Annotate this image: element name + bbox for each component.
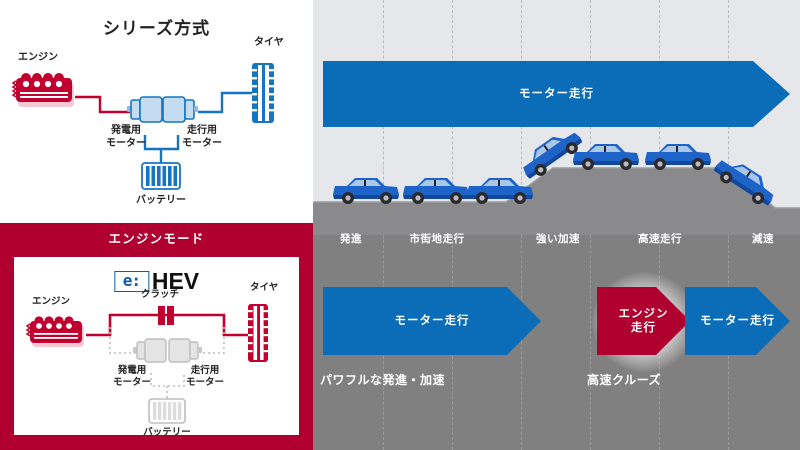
- bottom-motor-drive-arrow-2: モーター走行: [685, 287, 790, 355]
- red-accent-edge: [309, 225, 313, 450]
- tire-icon: [248, 304, 268, 362]
- ehev-e-text: e:: [122, 271, 141, 290]
- clutch-icon: [158, 306, 174, 325]
- engine-icon: [11, 73, 74, 107]
- engine-mode-card: e: HEV: [14, 257, 299, 438]
- series-engine-label: エンジン: [18, 52, 58, 63]
- mode-drive-motor-label: 走行用 モーター: [185, 365, 224, 388]
- car-icon: [573, 144, 639, 170]
- mode-clutch-label: クラッチ: [141, 289, 180, 300]
- stage-label-1: 市街地走行: [409, 233, 465, 245]
- series-tire-label: タイヤ: [254, 37, 284, 48]
- battery-icon: [141, 162, 181, 190]
- mode-tire-label: タイヤ: [250, 282, 279, 293]
- tire-icon: [252, 63, 274, 123]
- series-drive-motor-label: 走行用 モーター: [182, 125, 222, 149]
- ehev-e-badge: e:: [113, 270, 149, 292]
- car-icon: [403, 178, 469, 204]
- series-battery-label: バッテリー: [136, 195, 186, 206]
- generator-motor-icon: [133, 338, 167, 363]
- car-icon: [333, 178, 399, 204]
- car-icon: [467, 178, 533, 204]
- stage-label-0: 発進: [340, 233, 362, 245]
- drive-motor-icon: [162, 96, 198, 123]
- right-panel: モーター走行: [309, 0, 800, 450]
- road-scene: [313, 132, 800, 235]
- bottom-caption-2: 高速クルーズ: [587, 373, 662, 387]
- engine-mode-section: e: HEV: [0, 252, 313, 450]
- car-icon: [713, 160, 774, 206]
- stage-label-3: 高速走行: [638, 233, 682, 245]
- drive-motor-icon: [168, 338, 202, 363]
- generator-motor-icon: [127, 96, 163, 123]
- drive-stage-labels: 発進 市街地走行 強い加速 高速走行 減速: [313, 231, 800, 249]
- ehev-hev-text: HEV: [151, 267, 200, 294]
- mode-generator-motor-label: 発電用 モーター: [112, 365, 151, 388]
- stage-label-4: 減速: [752, 233, 774, 245]
- bottom-caption-1: パワフルな発進・加速: [320, 373, 446, 387]
- mode-battery-label: バッテリー: [143, 427, 191, 438]
- top-motor-drive-arrow: モーター走行: [323, 61, 790, 127]
- car-icon: [523, 132, 583, 179]
- stage-label-2: 強い加速: [536, 233, 580, 245]
- series-generator-motor-label: 発電用 モーター: [106, 125, 146, 149]
- page-title: シリーズ方式: [102, 19, 211, 38]
- car-icon: [645, 144, 711, 170]
- engine-mode-band: エンジンモード: [0, 223, 313, 252]
- series-powertrain-diagram: エンジン タイヤ 発電用 モーター 走行用 モーター バッテリー: [0, 37, 313, 220]
- engine-mode-powertrain-diagram: エンジン クラッチ タイヤ 発電用 モーター 走行用 モーター バッテリー: [14, 282, 299, 438]
- battery-icon: [148, 398, 186, 424]
- bottom-motor-drive-arrow-1: モーター走行: [323, 287, 541, 355]
- ehev-logo: e: HEV: [113, 267, 200, 294]
- engine-icon: [25, 316, 84, 347]
- engine-mode-band-label: エンジンモード: [108, 232, 205, 246]
- left-panel: シリーズ方式: [0, 0, 313, 450]
- bottom-engine-drive-arrow: エンジン 走行: [597, 287, 690, 355]
- grid-divider: [590, 225, 591, 450]
- mode-engine-label: エンジン: [32, 296, 71, 307]
